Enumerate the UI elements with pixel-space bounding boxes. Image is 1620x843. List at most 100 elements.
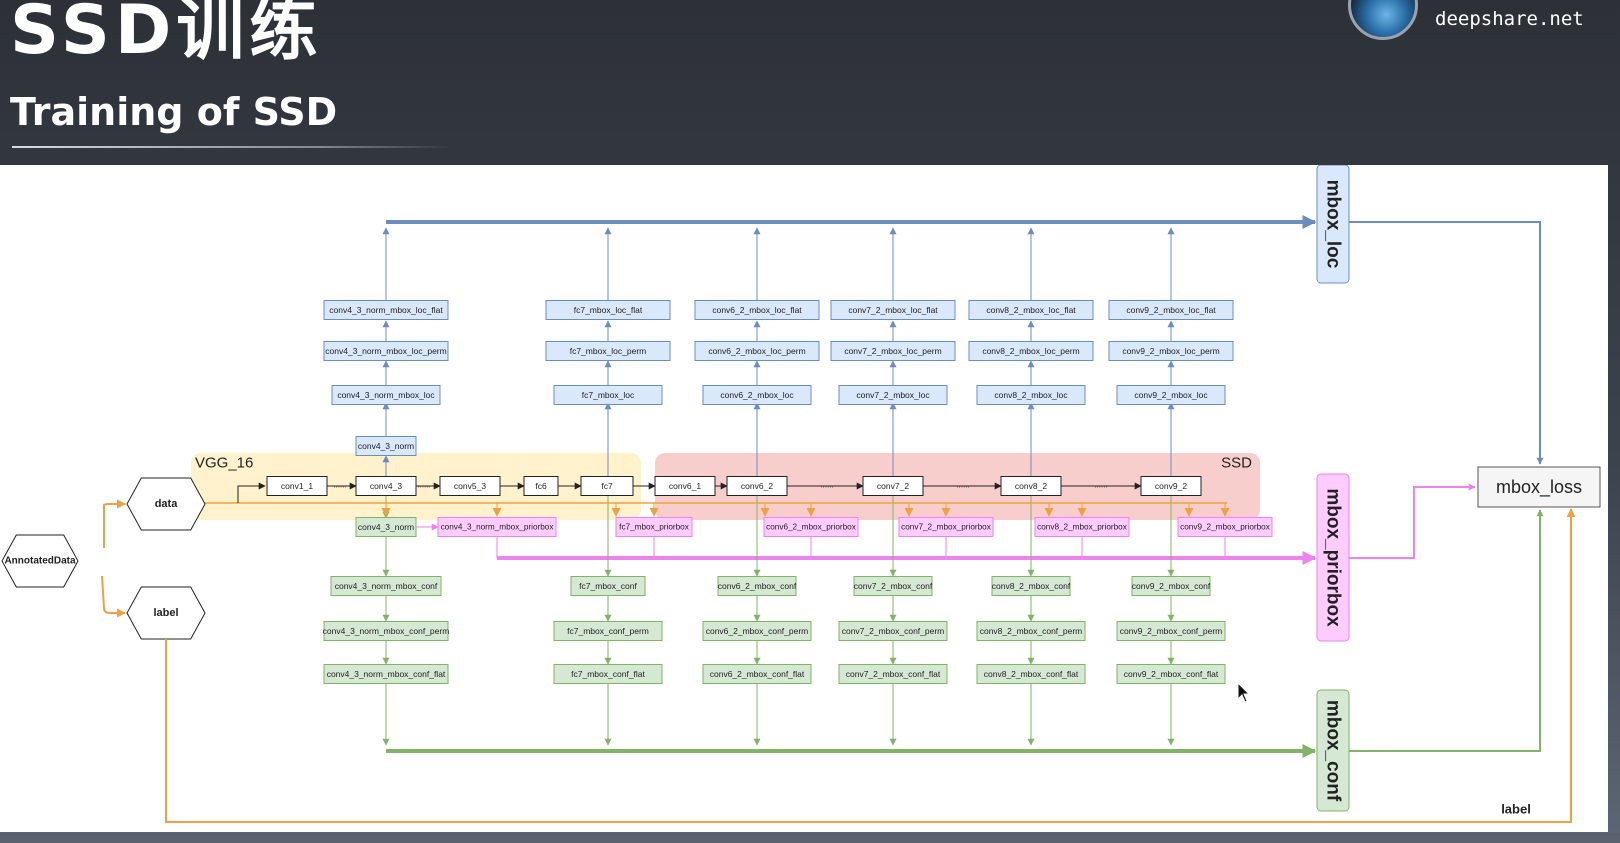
annotated-to-label-edge — [101, 575, 126, 618]
vgg16-group-label: VGG_16 — [195, 455, 253, 472]
conf-0-box — [330, 576, 442, 596]
conf-flat-5-label: conv9_2_mbox_conf_flat — [1124, 669, 1219, 679]
backbone-fc7-label: fc7 — [601, 481, 613, 491]
data-node-label: data — [155, 498, 179, 510]
conf-5-box — [1131, 576, 1211, 596]
conf-flat-0-box — [323, 664, 449, 684]
label-edge-label: label — [1501, 802, 1531, 817]
conf-perm-4-box — [976, 621, 1086, 641]
loc-flat-0-box — [323, 300, 449, 320]
loc-3-label: conv7_2_mbox_loc — [856, 390, 930, 400]
loc-norm-label: conv4_3_norm — [358, 441, 414, 451]
loc-4-box — [976, 385, 1086, 405]
loc-perm-0-label: conv4_3_norm_mbox_loc_perm — [325, 346, 446, 356]
conf-1-label: fc7_mbox_conf — [579, 581, 637, 591]
priorbox-1-box — [615, 517, 693, 537]
conf-norm-label: conv4_3_norm — [358, 522, 414, 532]
priorbox-2-label: conv6_2_mbox_priorbox — [766, 523, 856, 532]
backbone-conv8_2-label: conv8_2 — [1015, 481, 1047, 491]
loc-flat-1-box — [545, 300, 671, 320]
priorbox-4-box — [1034, 517, 1130, 537]
conf-flat-3-box — [838, 664, 948, 684]
backbone-conv8_2-box — [1000, 476, 1062, 496]
loc-flat-2-label: conv6_2_mbox_loc_flat — [712, 305, 802, 315]
priorbox-4-label: conv8_2_mbox_priorbox — [1037, 523, 1127, 532]
conf-2-box — [717, 576, 797, 596]
loc-0-label: conv4_3_norm_mbox_loc — [337, 390, 435, 400]
conf-flat-2-box — [702, 664, 812, 684]
annotated-data-node — [1, 534, 79, 588]
loc-perm-2-label: conv6_2_mbox_loc_perm — [708, 346, 805, 356]
loc-0-box — [331, 385, 441, 405]
conf-flat-0-label: conv4_3_norm_mbox_conf_flat — [327, 669, 446, 679]
conf-perm-1-box — [553, 621, 663, 641]
title-underline — [12, 146, 452, 148]
page-subtitle: Training of SSD — [10, 90, 338, 134]
backbone-ellipsis: ...... — [333, 481, 346, 490]
conf-3-label: conv7_2_mbox_conf — [854, 581, 933, 591]
loc-3-box — [838, 385, 948, 405]
conf-1-box — [570, 576, 646, 596]
conf-3-box — [853, 576, 933, 596]
data-node — [126, 477, 206, 531]
backbone-conv6_1-box — [654, 476, 716, 496]
loc-perm-1-box — [545, 341, 671, 361]
backbone-conv6_2-box — [726, 476, 788, 496]
backbone-conv7_2-label: conv7_2 — [877, 481, 909, 491]
backbone-ellipsis: ...... — [1094, 481, 1107, 490]
annotated-data-label: AnnotatedData — [4, 556, 76, 567]
conf-2-label: conv6_2_mbox_conf — [718, 581, 797, 591]
backbone-ellipsis: ...... — [956, 481, 969, 490]
conf-perm-3-box — [838, 621, 948, 641]
loc-flat-3-label: conv7_2_mbox_loc_flat — [848, 305, 938, 315]
backbone-conv9_2-box — [1140, 476, 1202, 496]
conf-0-label: conv4_3_norm_mbox_conf — [335, 581, 438, 591]
label-node-label: label — [153, 607, 178, 619]
label-to-loss-edge — [165, 508, 1576, 823]
backbone-conv5_3-label: conv5_3 — [454, 481, 486, 491]
loc-perm-4-label: conv8_2_mbox_loc_perm — [982, 346, 1079, 356]
conf-flat-2-label: conv6_2_mbox_conf_flat — [710, 669, 805, 679]
backbone-conv6_1-label: conv6_1 — [669, 481, 701, 491]
loc-5-box — [1116, 385, 1226, 405]
loc-flat-5-label: conv9_2_mbox_loc_flat — [1126, 305, 1216, 315]
mouse-cursor-icon — [1237, 682, 1251, 703]
conf-flat-5-box — [1116, 664, 1226, 684]
conf-perm-2-box — [702, 621, 812, 641]
loc-1-label: fc7_mbox_loc — [582, 390, 635, 400]
conf-flat-4-label: conv8_2_mbox_conf_flat — [984, 669, 1079, 679]
priorbox-2-box — [763, 517, 859, 537]
conf-flat-1-label: fc7_mbox_conf_flat — [571, 669, 645, 679]
conf-perm-1-label: fc7_mbox_conf_perm — [567, 626, 649, 636]
priorbox-5-label: conv9_2_mbox_priorbox — [1180, 523, 1270, 532]
label-node — [126, 586, 206, 640]
loc-5-label: conv9_2_mbox_loc — [1134, 390, 1208, 400]
priorbox-3-box — [898, 517, 994, 537]
ssd-group-label: SSD — [1221, 455, 1252, 472]
backbone-fc6-label: fc6 — [535, 481, 547, 491]
loc-perm-1-label: fc7_mbox_loc_perm — [570, 346, 647, 356]
bottom-strip — [0, 833, 1620, 843]
backbone-conv1_1-label: conv1_1 — [281, 481, 313, 491]
loc-perm-0-box — [323, 341, 449, 361]
conf-perm-3-label: conv7_2_mbox_conf_perm — [842, 626, 945, 636]
backbone-conv5_3-box — [439, 476, 501, 496]
conf-perm-0-label: conv4_3_norm_mbox_conf_perm — [323, 626, 450, 636]
page-title: SSD训练 — [10, 0, 323, 70]
mbox-conf-label: mbox_conf — [1323, 700, 1344, 802]
loc-perm-3-box — [830, 341, 956, 361]
priorbox-5-box — [1177, 517, 1273, 537]
logo-text: deepshare.net — [1435, 8, 1584, 30]
mbox-priorbox-label: mbox_priorbox — [1323, 488, 1344, 627]
conf-flat-4-box — [976, 664, 1086, 684]
globe-logo-icon — [1348, 0, 1418, 40]
annotated-to-data-edge — [103, 499, 126, 548]
mbox-loss-box — [1477, 466, 1601, 508]
conf-perm-4-label: conv8_2_mbox_conf_perm — [980, 626, 1083, 636]
backbone-conv7_2-box — [862, 476, 924, 496]
conf-4-label: conv8_2_mbox_conf — [992, 581, 1071, 591]
backbone-conv4_3-label: conv4_3 — [370, 481, 402, 491]
conf-4-box — [991, 576, 1071, 596]
priorbox-to-loss-edge — [1349, 483, 1476, 559]
